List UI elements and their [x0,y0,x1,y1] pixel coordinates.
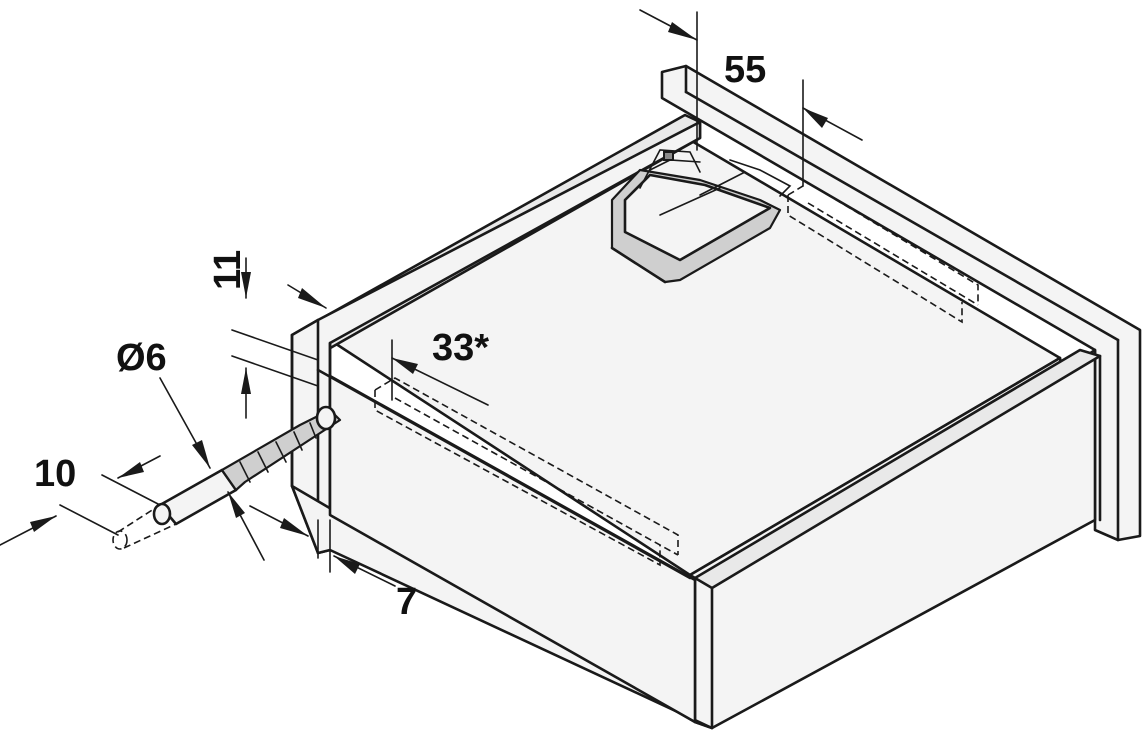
label-55: 55 [724,49,766,91]
dimension-55: 55 [639,9,863,187]
dimension-11: 11 [207,250,327,419]
label-diameter-6: Ø6 [116,337,167,379]
left-runner-hidden-lines [374,377,679,567]
label-33: 33* [432,327,489,369]
label-10: 10 [34,453,76,495]
dimension-33: 33* [391,327,489,406]
back-panel [660,64,1142,542]
dimension-7: 7 [249,505,417,623]
label-7: 7 [396,581,417,623]
right-side-panel [688,348,1102,730]
dimension-diameter-6: Ø6 [116,337,265,561]
drill-bit [112,405,342,550]
label-11: 11 [207,250,249,290]
front-panel [290,368,714,730]
right-runner-hidden-lines [787,182,979,324]
soft-close-clip [610,149,792,284]
dimension-10: 10 [0,453,161,546]
